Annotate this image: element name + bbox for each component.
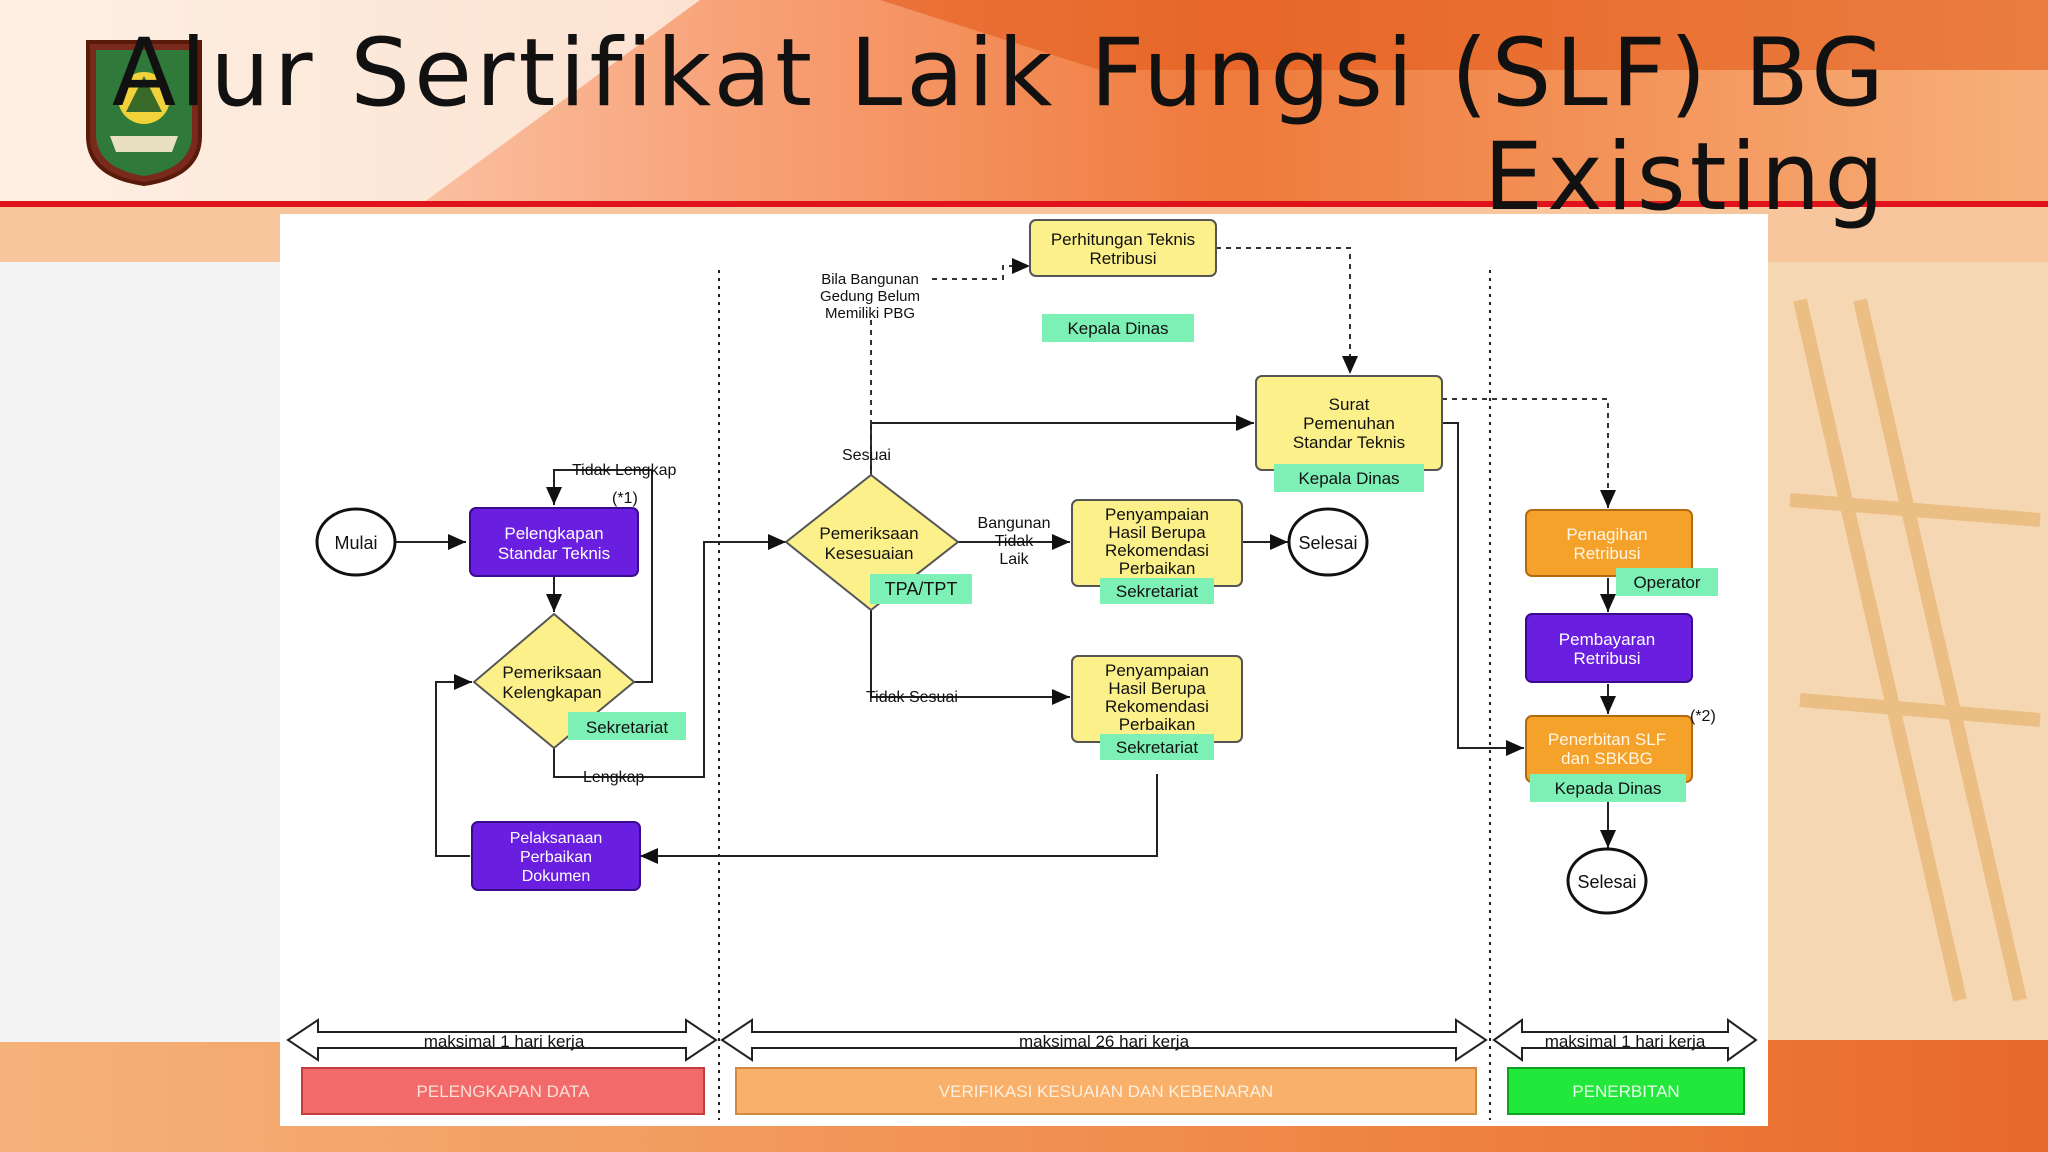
selesai-2-label: Selesai	[1577, 872, 1636, 892]
phase-label-2: VERIFIKASI KESUAIAN DAN KEBENARAN	[939, 1082, 1273, 1101]
process-penagihan-retribusi	[1525, 509, 1693, 577]
pelaksanaan-label-1: Pelaksanaan	[510, 830, 603, 847]
kesesuaian-label-1: Pemeriksaan	[819, 524, 918, 543]
process-pelaksanaan-perbaikan	[471, 821, 641, 891]
phase-label-1: PELENGKAPAN DATA	[417, 1082, 591, 1101]
penyampaian1-label-2: Hasil Berupa	[1108, 523, 1206, 542]
role-tag-kepala-dinas-1	[1042, 314, 1194, 342]
role-tag-kepala-dinas-2	[1274, 464, 1424, 492]
label-bila-bangunan: Bila Bangunan	[821, 271, 919, 288]
penyampaian2-label-2: Hasil Berupa	[1108, 679, 1206, 698]
role-tag-kepala-dinas-2-label: Kepala Dinas	[1298, 469, 1399, 488]
edge-lengkap	[553, 534, 786, 778]
role-tag-tpa-tpt-label: TPA/TPT	[885, 579, 958, 599]
process-pembayaran-retribusi	[1525, 613, 1693, 683]
penyampaian2-label-4: Perbaikan	[1119, 715, 1196, 734]
label-sesuai: Sesuai	[842, 447, 891, 464]
decision-pemeriksaan-kesesuaian	[784, 473, 960, 612]
regional-emblem-logo	[86, 40, 202, 187]
process-pelengkapan	[469, 507, 639, 577]
pembayaran-label-2: Retribusi	[1573, 649, 1640, 668]
kelengkapan-label-2: Kelengkapan	[502, 683, 601, 702]
penyampaian1-label-1: Penyampaian	[1105, 505, 1209, 524]
label-note-1: (*1)	[612, 490, 638, 507]
label-memiliki-pbg: Memiliki PBG	[825, 305, 915, 322]
pelengkapan-label-1: Pelengkapan	[504, 524, 603, 543]
title-line-2: Existing	[1483, 123, 1888, 232]
perhitungan-label-2: Retribusi	[1089, 249, 1156, 268]
duration-arrow-2	[720, 1018, 1488, 1062]
role-tag-kepala-dinas-1-label: Kepala Dinas	[1067, 319, 1168, 338]
surat-label-3: Standar Teknis	[1293, 433, 1405, 452]
role-tag-kepada-dinas	[1530, 774, 1686, 802]
edge-tidak-lengkap	[546, 469, 653, 683]
process-perhitungan-teknis	[1029, 219, 1217, 277]
edge-pelaksanaan-pemeriksaan	[435, 674, 472, 857]
role-tag-sekretariat-3	[1100, 734, 1214, 760]
penerbitan-label-1: Penerbitan SLF	[1548, 730, 1666, 749]
title-line-1: Alur Sertifikat Laik Fungsi (SLF) BG	[111, 19, 1888, 128]
title-divider-line	[0, 201, 2048, 207]
start-node-mulai	[315, 507, 397, 577]
edge-dashed-perhitungan-surat	[1216, 247, 1358, 374]
edge-tidak-sesuai	[870, 610, 1070, 705]
perhitungan-label-1: Perhitungan Teknis	[1051, 230, 1195, 249]
pelaksanaan-label-3: Dokumen	[522, 868, 590, 885]
selesai-1-label: Selesai	[1298, 533, 1357, 553]
role-tag-operator-label: Operator	[1633, 573, 1700, 592]
label-tidak-sesuai: Tidak Sesuai	[866, 689, 958, 706]
label-gedung-belum: Gedung Belum	[820, 288, 920, 305]
pelengkapan-label-2: Standar Teknis	[498, 544, 610, 563]
role-tag-sekretariat-2-label: Sekretariat	[1116, 582, 1198, 601]
penerbitan-label-2: dan SBKBG	[1561, 749, 1653, 768]
pelaksanaan-label-2: Perbaikan	[520, 849, 592, 866]
penyampaian1-label-3: Rekomendasi	[1105, 541, 1209, 560]
penagihan-label-1: Penagihan	[1566, 525, 1647, 544]
phase-bar-verifikasi	[735, 1067, 1477, 1115]
edge-penyampaian-pelaksanaan	[640, 774, 1158, 864]
duration-arrow-3	[1492, 1018, 1758, 1062]
surat-label-1: Surat	[1329, 395, 1370, 414]
edge-dashed-bila-perhitungan	[932, 258, 1030, 280]
phase-label-3: PENERBITAN	[1572, 1082, 1679, 1101]
label-note-2: (*2)	[1690, 708, 1716, 725]
penyampaian1-label-4: Perbaikan	[1119, 559, 1196, 578]
kelengkapan-label-1: Pemeriksaan	[502, 663, 601, 682]
phase-bar-pelengkapan	[301, 1067, 705, 1115]
duration-arrow-1	[286, 1018, 718, 1062]
role-tag-tpa-tpt	[870, 574, 972, 604]
phase-bar-penerbitan	[1507, 1067, 1745, 1115]
left-side-panel	[0, 262, 280, 1042]
label-bangunan: Bangunan	[978, 515, 1051, 532]
pembayaran-label-1: Pembayaran	[1559, 630, 1655, 649]
edge-dashed-surat-penagihan	[1442, 398, 1616, 508]
role-tag-sekretariat-1-label: Sekretariat	[586, 718, 668, 737]
role-tag-sekretariat-3-label: Sekretariat	[1116, 738, 1198, 757]
label-laik: Laik	[999, 551, 1029, 568]
surat-label-2: Pemenuhan	[1303, 414, 1395, 433]
edge-surat-penerbitan	[1442, 422, 1524, 756]
role-tag-sekretariat-1	[568, 712, 686, 740]
penyampaian2-label-3: Rekomendasi	[1105, 697, 1209, 716]
penyampaian2-label-1: Penyampaian	[1105, 661, 1209, 680]
duration-label-1: maksimal 1 hari kerja	[424, 1032, 585, 1051]
label-tidak-lengkap: Tidak Lengkap	[572, 462, 676, 479]
start-node-label: Mulai	[334, 533, 377, 553]
label-lengkap: Lengkap	[583, 769, 644, 786]
end-node-selesai-1	[1287, 507, 1369, 577]
label-tidak: Tidak	[995, 533, 1035, 550]
role-tag-kepada-dinas-label: Kepada Dinas	[1555, 779, 1662, 798]
role-tag-sekretariat-2	[1100, 578, 1214, 604]
kesesuaian-label-2: Kesesuaian	[825, 544, 914, 563]
duration-label-3: maksimal 1 hari kerja	[1545, 1032, 1706, 1051]
penagihan-label-2: Retribusi	[1573, 544, 1640, 563]
duration-label-2: maksimal 26 hari kerja	[1019, 1032, 1190, 1051]
edge-sesuai	[870, 415, 1254, 475]
role-tag-operator	[1616, 568, 1718, 596]
slide-title: Alur Sertifikat Laik Fungsi (SLF) BG Exi…	[112, 22, 1888, 230]
end-node-selesai-2	[1566, 847, 1648, 915]
